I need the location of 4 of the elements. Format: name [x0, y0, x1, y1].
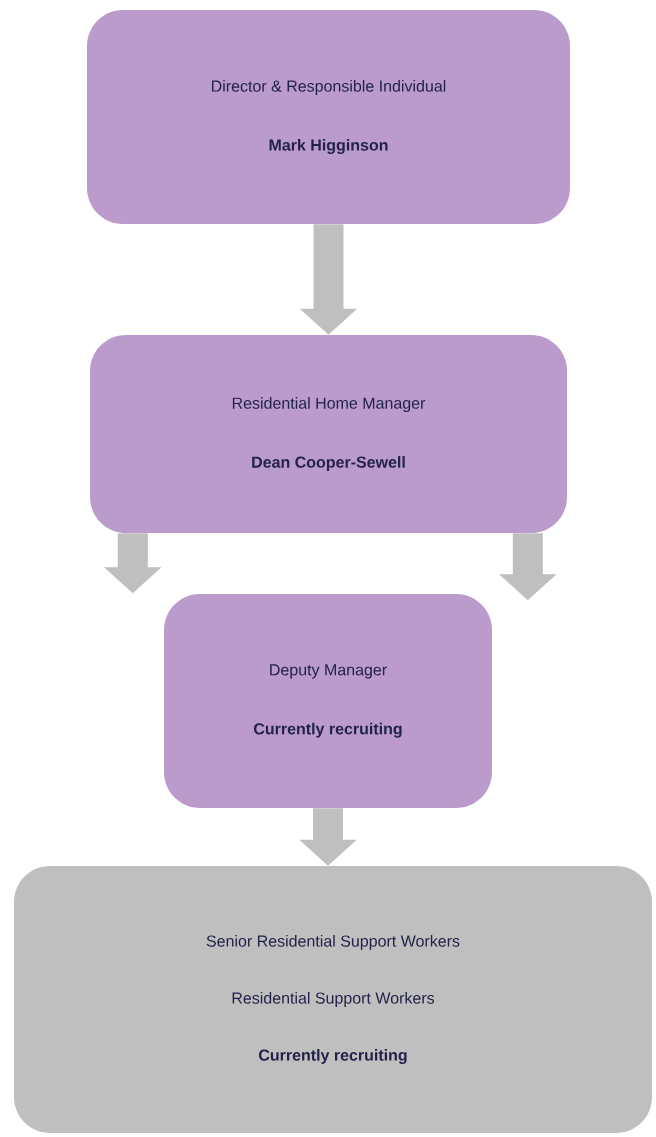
org-box: Deputy Manager Currently recruiting: [164, 594, 492, 808]
org-box: Director & Responsible Individual Mark Higginson: [87, 10, 570, 224]
org-box: Residential Home Manager Dean Cooper-Sewell: [90, 335, 567, 533]
org-box: Senior Residential Support Workers Residential Support Workers Currently recruiting: [14, 866, 652, 1133]
